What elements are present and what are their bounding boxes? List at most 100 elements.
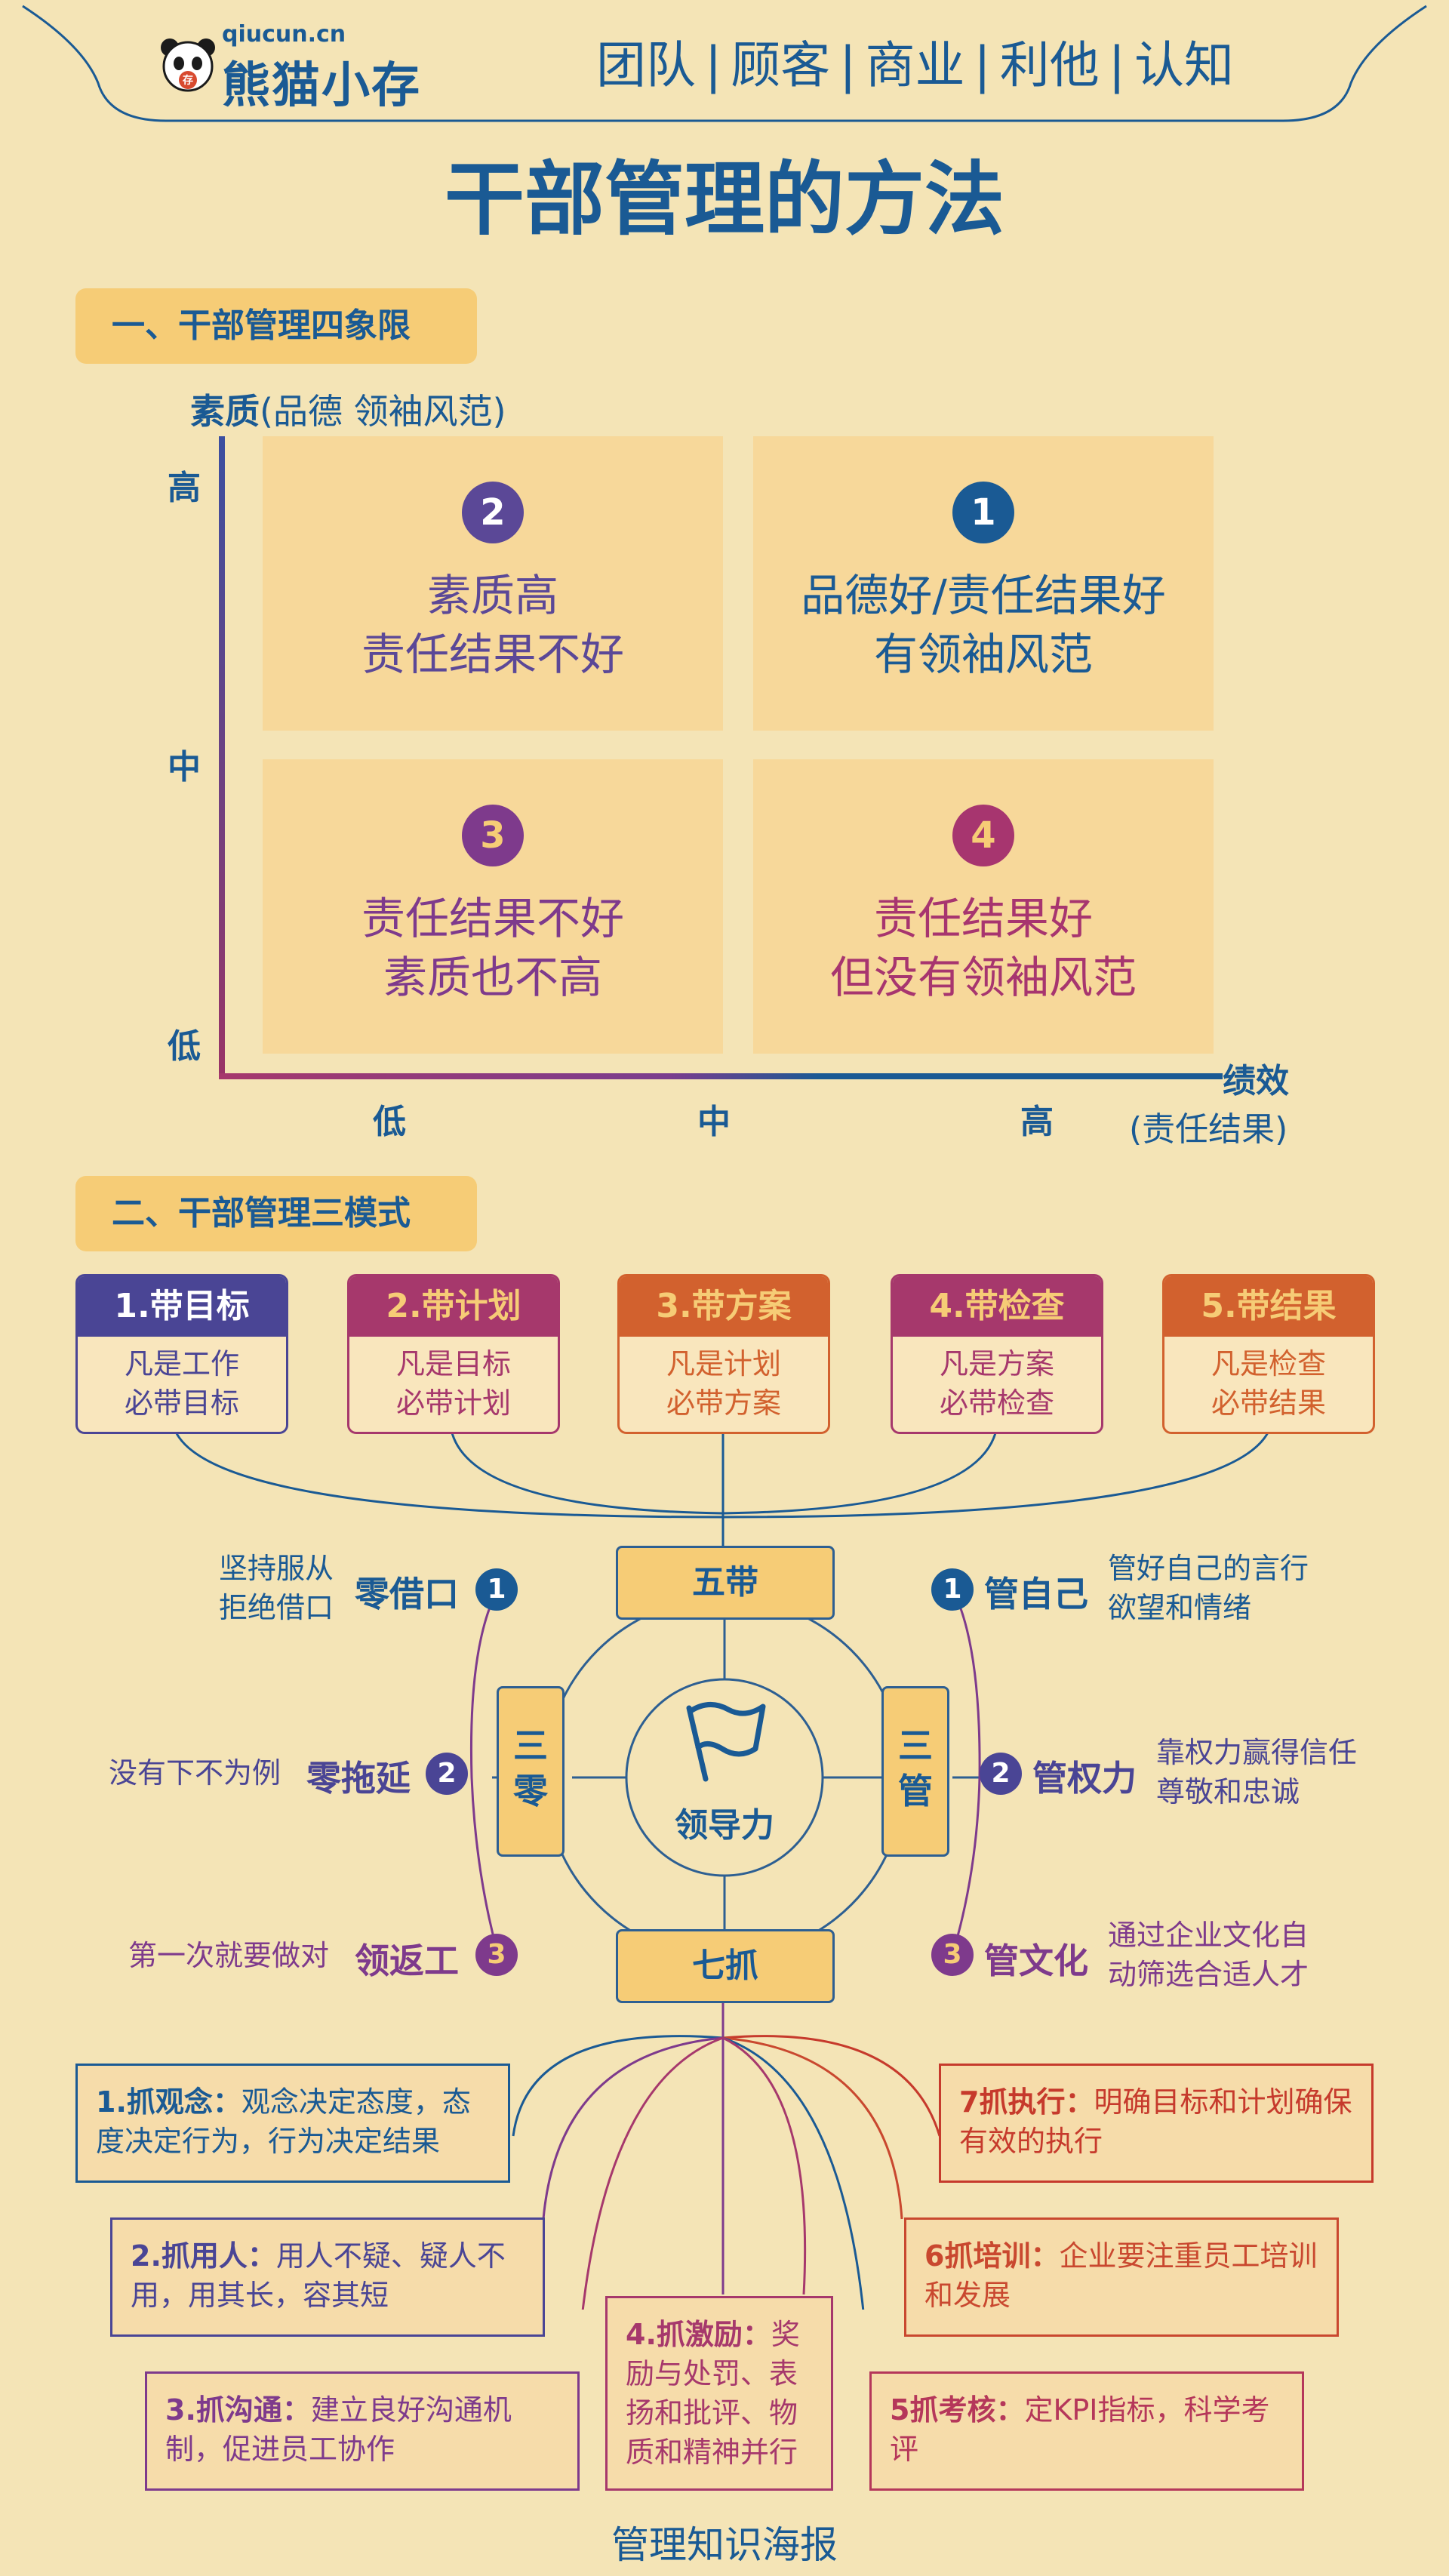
quadrant-text: 品德好/责任结果好 有领袖风范 xyxy=(801,570,1166,680)
grab-text: 观念决定态度，态度决定行为，行为决定结果 xyxy=(96,2085,471,2158)
grab-text: 企业要注重员工培训和发展 xyxy=(924,2239,1318,2312)
grab-box-5: 5抓考核：定KPI指标，科学考评 xyxy=(869,2371,1304,2491)
manage-self-badge: 1 xyxy=(931,1568,974,1611)
grab-text: 明确目标和计划确保有效的执行 xyxy=(959,2085,1352,2158)
mode-title: 4.带检查 xyxy=(893,1276,1101,1337)
mode-desc: 凡是计划 必带方案 xyxy=(666,1347,781,1420)
nav-item-cognition[interactable]: 认知 xyxy=(1134,36,1234,94)
logo-badge: 存 xyxy=(183,75,193,87)
grab-title: 4.抓激励： xyxy=(626,2318,771,2351)
quadrant-4: 4 责任结果好 但没有领袖风范 xyxy=(753,759,1214,1054)
grab-box-4: 4.抓激励：奖励与处罚、表扬和批评、物质和精神并行 xyxy=(605,2296,833,2491)
header-nav: 团队 | 顾客 | 商业 | 利他 | 认知 xyxy=(596,32,1234,100)
grab-text: 定KPI指标，科学考评 xyxy=(890,2393,1270,2466)
manage-culture-label: 管文化 xyxy=(984,1940,1088,1981)
x-axis-title: 绩效 xyxy=(1223,1062,1289,1100)
mode-card-3: 3.带方案 凡是计划 必带方案 xyxy=(617,1274,830,1434)
nav-divider: | xyxy=(1108,36,1125,94)
grab-box-7: 7抓执行：明确目标和计划确保有效的执行 xyxy=(939,2064,1374,2183)
y-axis-title: 素质(品德 领袖风范) xyxy=(190,389,506,434)
mode-title: 3.带方案 xyxy=(620,1276,828,1337)
grab-text: 用人不疑、疑人不用，用其长，容其短 xyxy=(131,2239,506,2312)
mode-desc: 凡是工作 必带目标 xyxy=(124,1347,239,1420)
section2-heading: 二、干部管理三模式 xyxy=(75,1176,477,1251)
grab-box-6: 6抓培训：企业要注重员工培训和发展 xyxy=(904,2217,1339,2337)
grab-title: 6抓培训： xyxy=(924,2239,1060,2273)
mode-card-1: 1.带目标 凡是工作 必带目标 xyxy=(75,1274,288,1434)
mode-card-5: 5.带结果 凡是检查 必带结果 xyxy=(1162,1274,1375,1434)
manage-culture-desc: 通过企业文化自 动筛选合适人才 xyxy=(1108,1919,1309,1991)
manage-power-label: 管权力 xyxy=(1032,1758,1137,1799)
grab-title: 7抓执行： xyxy=(959,2085,1094,2119)
y-tick-low: 低 xyxy=(168,1027,201,1066)
mode-card-4: 4.带检查 凡是方案 必带检查 xyxy=(891,1274,1103,1434)
manage-culture-badge: 3 xyxy=(931,1934,974,1976)
nav-item-customer[interactable]: 顾客 xyxy=(731,36,831,94)
quadrant-3: 3 责任结果不好 素质也不高 xyxy=(263,759,723,1054)
x-tick-mid: 中 xyxy=(697,1103,731,1141)
grab-title: 1.抓观念： xyxy=(96,2085,242,2119)
quadrant-text: 责任结果好 但没有领袖风范 xyxy=(829,893,1137,1003)
flag-icon xyxy=(675,1694,774,1785)
grab-box-1: 1.抓观念：观念决定态度，态度决定行为，行为决定结果 xyxy=(75,2064,510,2183)
nav-divider: | xyxy=(839,36,857,94)
logo-url: qiucun.cn xyxy=(222,21,346,48)
zero-rework-label: 领返工 xyxy=(355,1940,459,1981)
quadrant-2: 2 素质高 责任结果不好 xyxy=(263,436,723,731)
nav-item-altruism[interactable]: 利他 xyxy=(999,36,1100,94)
mode-title: 1.带目标 xyxy=(78,1276,286,1337)
y-tick-high: 高 xyxy=(168,469,201,507)
zero-rework-badge: 3 xyxy=(475,1934,518,1976)
quadrant-text: 素质高 责任结果不好 xyxy=(361,570,624,680)
grab-title: 3.抓沟通： xyxy=(165,2393,311,2427)
nav-divider: | xyxy=(974,36,991,94)
grab-title: 2.抓用人： xyxy=(131,2239,276,2273)
header-frame xyxy=(22,5,1427,122)
hub-three-manage: 三 管 xyxy=(881,1686,949,1857)
mode-title: 2.带计划 xyxy=(349,1276,558,1337)
mode-title: 5.带结果 xyxy=(1164,1276,1373,1337)
hub-five-carry: 五带 xyxy=(616,1546,835,1620)
grab-text: 奖励与处罚、表扬和批评、物质和精神并行 xyxy=(626,2318,800,2469)
hub-three-manage-char: 三 xyxy=(898,1725,933,1766)
nav-item-team[interactable]: 团队 xyxy=(596,36,696,94)
mode-desc: 凡是检查 必带结果 xyxy=(1211,1347,1326,1420)
quadrant-badge: 2 xyxy=(462,482,524,543)
center-leadership: 领导力 xyxy=(675,1806,774,1845)
panda-logo-icon: 存 xyxy=(158,36,217,95)
nav-item-business[interactable]: 商业 xyxy=(865,36,965,94)
connector-lines xyxy=(171,1419,1274,2310)
grab-title: 5抓考核： xyxy=(890,2393,1025,2427)
zero-delay-desc: 没有下不为例 xyxy=(109,1756,281,1790)
footer-caption: 管理知识海报 xyxy=(611,2523,838,2567)
hub-three-manage-char: 管 xyxy=(898,1771,933,1811)
quadrant-badge: 1 xyxy=(952,482,1014,543)
zero-rework-desc: 第一次就要做对 xyxy=(128,1939,330,1972)
hub-three-zero-char: 三 xyxy=(513,1725,548,1766)
mode-card-2: 2.带计划 凡是目标 必带计划 xyxy=(347,1274,560,1434)
x-axis-sub: (责任结果) xyxy=(1129,1110,1288,1149)
page-title: 干部管理的方法 xyxy=(445,153,1004,246)
manage-self-desc: 管好自己的言行 欲望和情绪 xyxy=(1108,1552,1309,1624)
mode-desc: 凡是目标 必带计划 xyxy=(395,1347,511,1420)
logo: 存 qiucun.cn 熊猫小存 xyxy=(158,20,475,114)
quadrant-text: 责任结果不好 素质也不高 xyxy=(361,893,624,1003)
manage-power-desc: 靠权力赢得信任 尊敬和忠诚 xyxy=(1156,1736,1358,1808)
zero-delay-badge: 2 xyxy=(426,1753,468,1795)
quadrant-1: 1 品德好/责任结果好 有领袖风范 xyxy=(753,436,1214,731)
nav-divider: | xyxy=(705,36,722,94)
axes xyxy=(219,436,1223,1079)
section1-heading: 一、干部管理四象限 xyxy=(75,288,477,364)
mode-desc: 凡是方案 必带检查 xyxy=(939,1347,1054,1420)
manage-power-badge: 2 xyxy=(980,1753,1022,1795)
logo-name: 熊猫小存 xyxy=(222,58,421,114)
manage-self-label: 管自己 xyxy=(984,1574,1088,1614)
zero-delay-label: 零拖延 xyxy=(306,1758,411,1799)
hub-seven-grab: 七抓 xyxy=(616,1929,835,2003)
grab-text: 建立良好沟通机制，促进员工协作 xyxy=(165,2393,512,2466)
x-tick-high: 高 xyxy=(1020,1103,1054,1141)
x-tick-low: 低 xyxy=(373,1103,406,1141)
zero-excuse-desc: 坚持服从 拒绝借口 xyxy=(219,1552,334,1624)
quadrant-badge: 4 xyxy=(952,805,1014,866)
grab-box-2: 2.抓用人：用人不疑、疑人不用，用其长，容其短 xyxy=(110,2217,545,2337)
